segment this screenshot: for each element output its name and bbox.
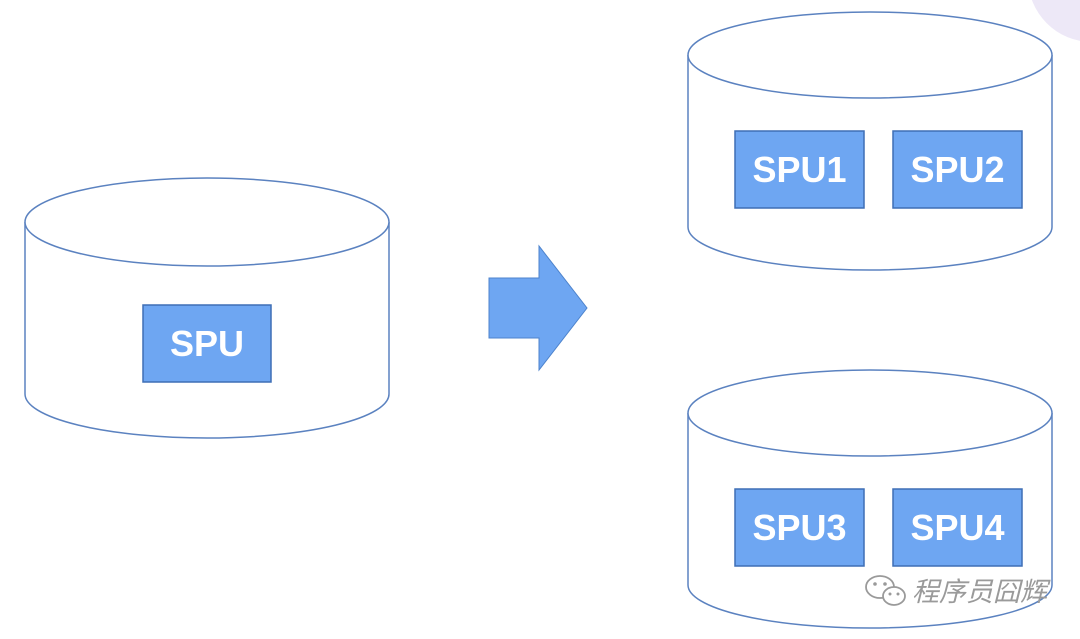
right-arrow-icon [488, 244, 588, 372]
target-item-rect [734, 488, 865, 567]
target-item-rect [734, 130, 865, 209]
watermark: 程序员囧辉 [865, 575, 1051, 608]
source-database-top [24, 177, 390, 267]
target-item-label: SPU2 [910, 149, 1004, 190]
target-item-box: SPU1 [734, 130, 865, 209]
corner-decoration [1031, 0, 1080, 41]
watermark-text: 程序员囧辉 [912, 577, 1051, 608]
target-database-1-top [687, 11, 1053, 99]
target-item-rect [892, 488, 1023, 567]
source-database: SPU [24, 177, 390, 439]
target-item-label: SPU4 [910, 507, 1004, 548]
wechat-icon [865, 575, 906, 606]
source-item-rect [142, 304, 272, 383]
target-item-box: SPU2 [892, 130, 1023, 209]
source-item-box: SPU [142, 304, 272, 383]
target-item-label: SPU1 [752, 149, 846, 190]
target-item-rect [892, 130, 1023, 209]
target-database-2: SPU3 SPU4 [687, 369, 1053, 629]
target-database-2-top [687, 369, 1053, 457]
target-database-1: SPU1 SPU2 [687, 11, 1053, 271]
source-item-label: SPU [170, 323, 244, 364]
target-item-label: SPU3 [752, 507, 846, 548]
target-database-2-body [687, 413, 1053, 629]
target-item-box: SPU3 [734, 488, 865, 567]
target-item-box: SPU4 [892, 488, 1023, 567]
target-database-1-body [687, 55, 1053, 271]
